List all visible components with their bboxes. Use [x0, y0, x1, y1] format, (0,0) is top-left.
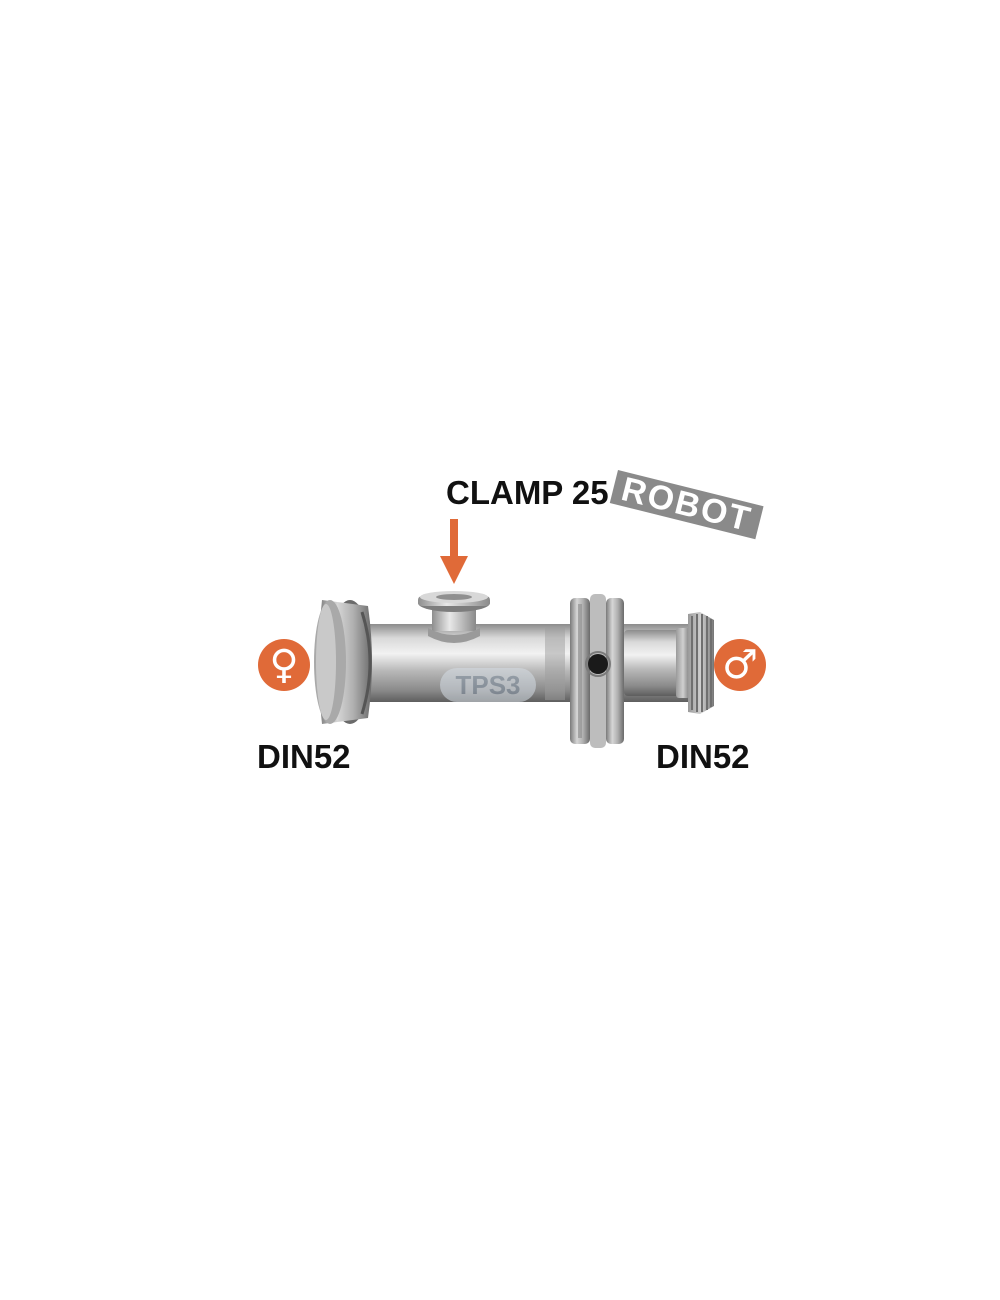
right-male-thread — [624, 612, 714, 714]
left-connection-label: DIN52 — [257, 738, 351, 775]
clamp-connection-label: CLAMP 25 — [446, 474, 609, 511]
left-din-nut — [314, 600, 372, 724]
clamp-tee-branch — [418, 591, 490, 643]
female-symbol-icon: ♀ — [258, 639, 310, 691]
tps3-watermark: TPS3 — [440, 668, 536, 702]
middle-flange — [570, 594, 624, 748]
arrow-down-icon — [440, 519, 468, 584]
watermark-text: TPS3 — [455, 670, 520, 700]
right-connection-label: DIN52 — [656, 738, 750, 775]
male-symbol-icon: ♂ — [714, 639, 766, 691]
